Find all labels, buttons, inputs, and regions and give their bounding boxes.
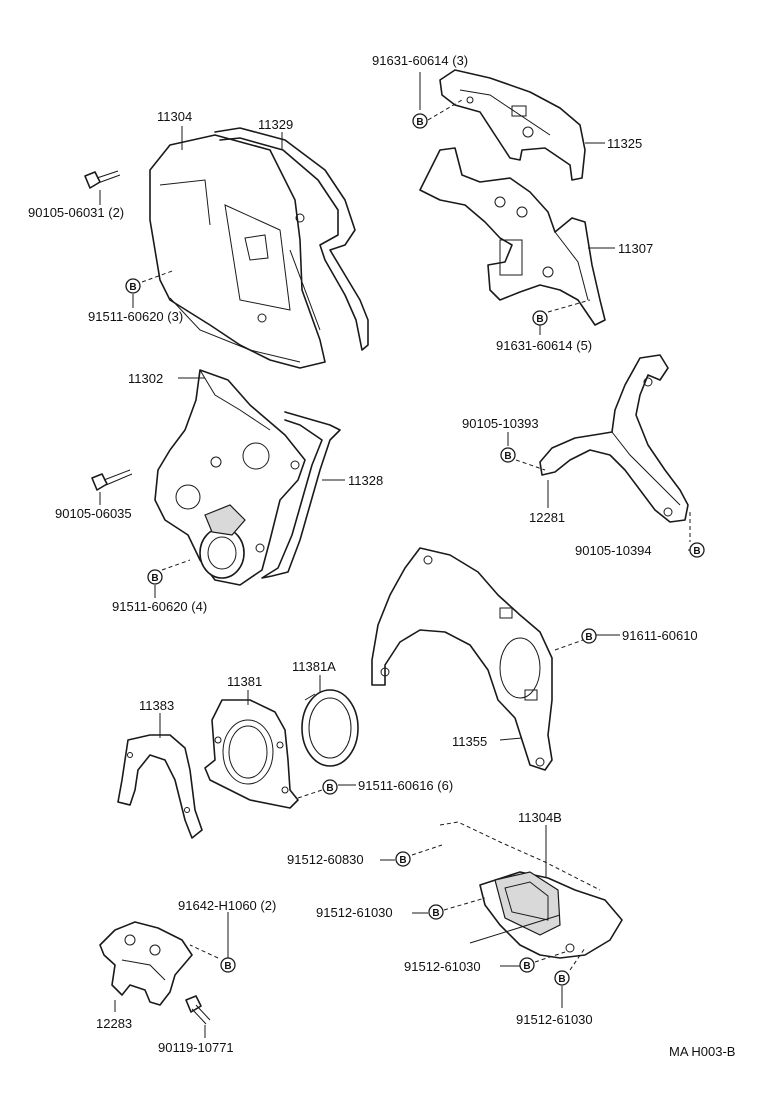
- label-91512-61030-c: 91512-61030: [516, 1012, 593, 1027]
- label-90105-10394: 90105-10394: [575, 543, 652, 558]
- b-symbol-91642-H1060: B: [220, 957, 236, 973]
- part-11325-bracket: [439, 69, 586, 181]
- label-11329: 11329: [258, 117, 293, 132]
- svg-text:B: B: [129, 282, 136, 293]
- part-11304B-cover: [439, 821, 623, 959]
- svg-text:B: B: [585, 632, 592, 643]
- bolt-90119-10771: [185, 995, 211, 1025]
- b-symbol-91611-60610: B: [581, 628, 597, 644]
- label-91631-60614-3: 91631-60614 (3): [372, 53, 468, 68]
- label-11381: 11381: [227, 674, 262, 689]
- part-labels: 11304 11329 90105-06031 (2) 91511-60620 …: [28, 53, 735, 1059]
- leader-lines: [99, 72, 691, 1038]
- label-91642-H1060: 91642-H1060 (2): [178, 898, 276, 913]
- label-11307: 11307: [618, 241, 653, 256]
- b-symbol-91511-60620-4: B: [147, 569, 163, 585]
- bolt-90105-06031: [84, 170, 121, 189]
- part-11381A-oil-seal: [301, 689, 359, 767]
- label-91511-60616: 91511-60616 (6): [358, 778, 453, 793]
- label-12283: 12283: [96, 1016, 132, 1031]
- svg-text:B: B: [504, 451, 511, 462]
- label-91511-60620-4: 91511-60620 (4): [112, 599, 207, 614]
- label-90105-10393: 90105-10393: [462, 416, 539, 431]
- part-11383-gasket: [117, 734, 203, 839]
- part-11381-retainer: [204, 699, 299, 809]
- label-90119-10771: 90119-10771: [158, 1040, 234, 1055]
- b-symbol-91511-60616: B: [322, 779, 338, 795]
- svg-text:B: B: [326, 783, 333, 794]
- label-11381A: 11381A: [292, 659, 336, 674]
- label-91631-60614-5: 91631-60614 (5): [496, 338, 592, 353]
- svg-text:B: B: [558, 974, 565, 985]
- part-11328-gasket: [261, 411, 341, 579]
- b-symbol-91512-61030-b: B: [519, 957, 535, 973]
- b-symbol-91631-60614-5: B: [532, 310, 548, 326]
- label-11304: 11304: [157, 109, 192, 124]
- label-11304B: 11304B: [518, 810, 562, 825]
- svg-text:B: B: [432, 908, 439, 919]
- b-symbol-91631-60614-3: B: [412, 113, 428, 129]
- label-90105-06035: 90105-06035: [55, 506, 132, 521]
- reference-code: MA H003-B: [669, 1044, 735, 1059]
- part-11329-gasket: [214, 127, 369, 351]
- bolt-90105-06035: [91, 469, 133, 491]
- b-symbol-90105-10394: B: [689, 542, 705, 558]
- part-11307-plate: [419, 147, 606, 326]
- label-11325: 11325: [607, 136, 642, 151]
- label-11383: 11383: [139, 698, 174, 713]
- label-91511-60620-3: 91511-60620 (3): [88, 309, 183, 324]
- b-symbol-90105-10393: B: [500, 447, 516, 463]
- label-11328: 11328: [348, 473, 383, 488]
- b-symbol-91511-60620-3: B: [125, 278, 141, 294]
- part-11304-upper-cover: [149, 134, 326, 369]
- label-91512-61030-b: 91512-61030: [404, 959, 481, 974]
- label-12281: 12281: [529, 510, 565, 525]
- part-12281-bracket: [539, 354, 689, 523]
- svg-text:B: B: [693, 546, 700, 557]
- svg-text:B: B: [416, 117, 423, 128]
- label-11355: 11355: [452, 734, 487, 749]
- svg-text:B: B: [399, 855, 406, 866]
- svg-text:B: B: [151, 573, 158, 584]
- part-11355-plate: [371, 547, 553, 771]
- label-91611-60610: 91611-60610: [622, 628, 698, 643]
- svg-text:B: B: [536, 314, 543, 325]
- label-91512-61030-a: 91512-61030: [316, 905, 393, 920]
- svg-text:B: B: [224, 961, 231, 972]
- svg-text:B: B: [523, 961, 530, 972]
- label-90105-06031: 90105-06031 (2): [28, 205, 124, 220]
- b-symbol-91512-61030-a: B: [428, 904, 444, 920]
- b-symbol-91512-60830: B: [395, 851, 411, 867]
- label-91512-60830: 91512-60830: [287, 852, 364, 867]
- label-11302: 11302: [128, 371, 163, 386]
- b-symbol-91512-61030-c: B: [554, 970, 570, 986]
- part-11302-lower-cover: [154, 369, 306, 586]
- part-12283-bracket: [99, 921, 193, 1006]
